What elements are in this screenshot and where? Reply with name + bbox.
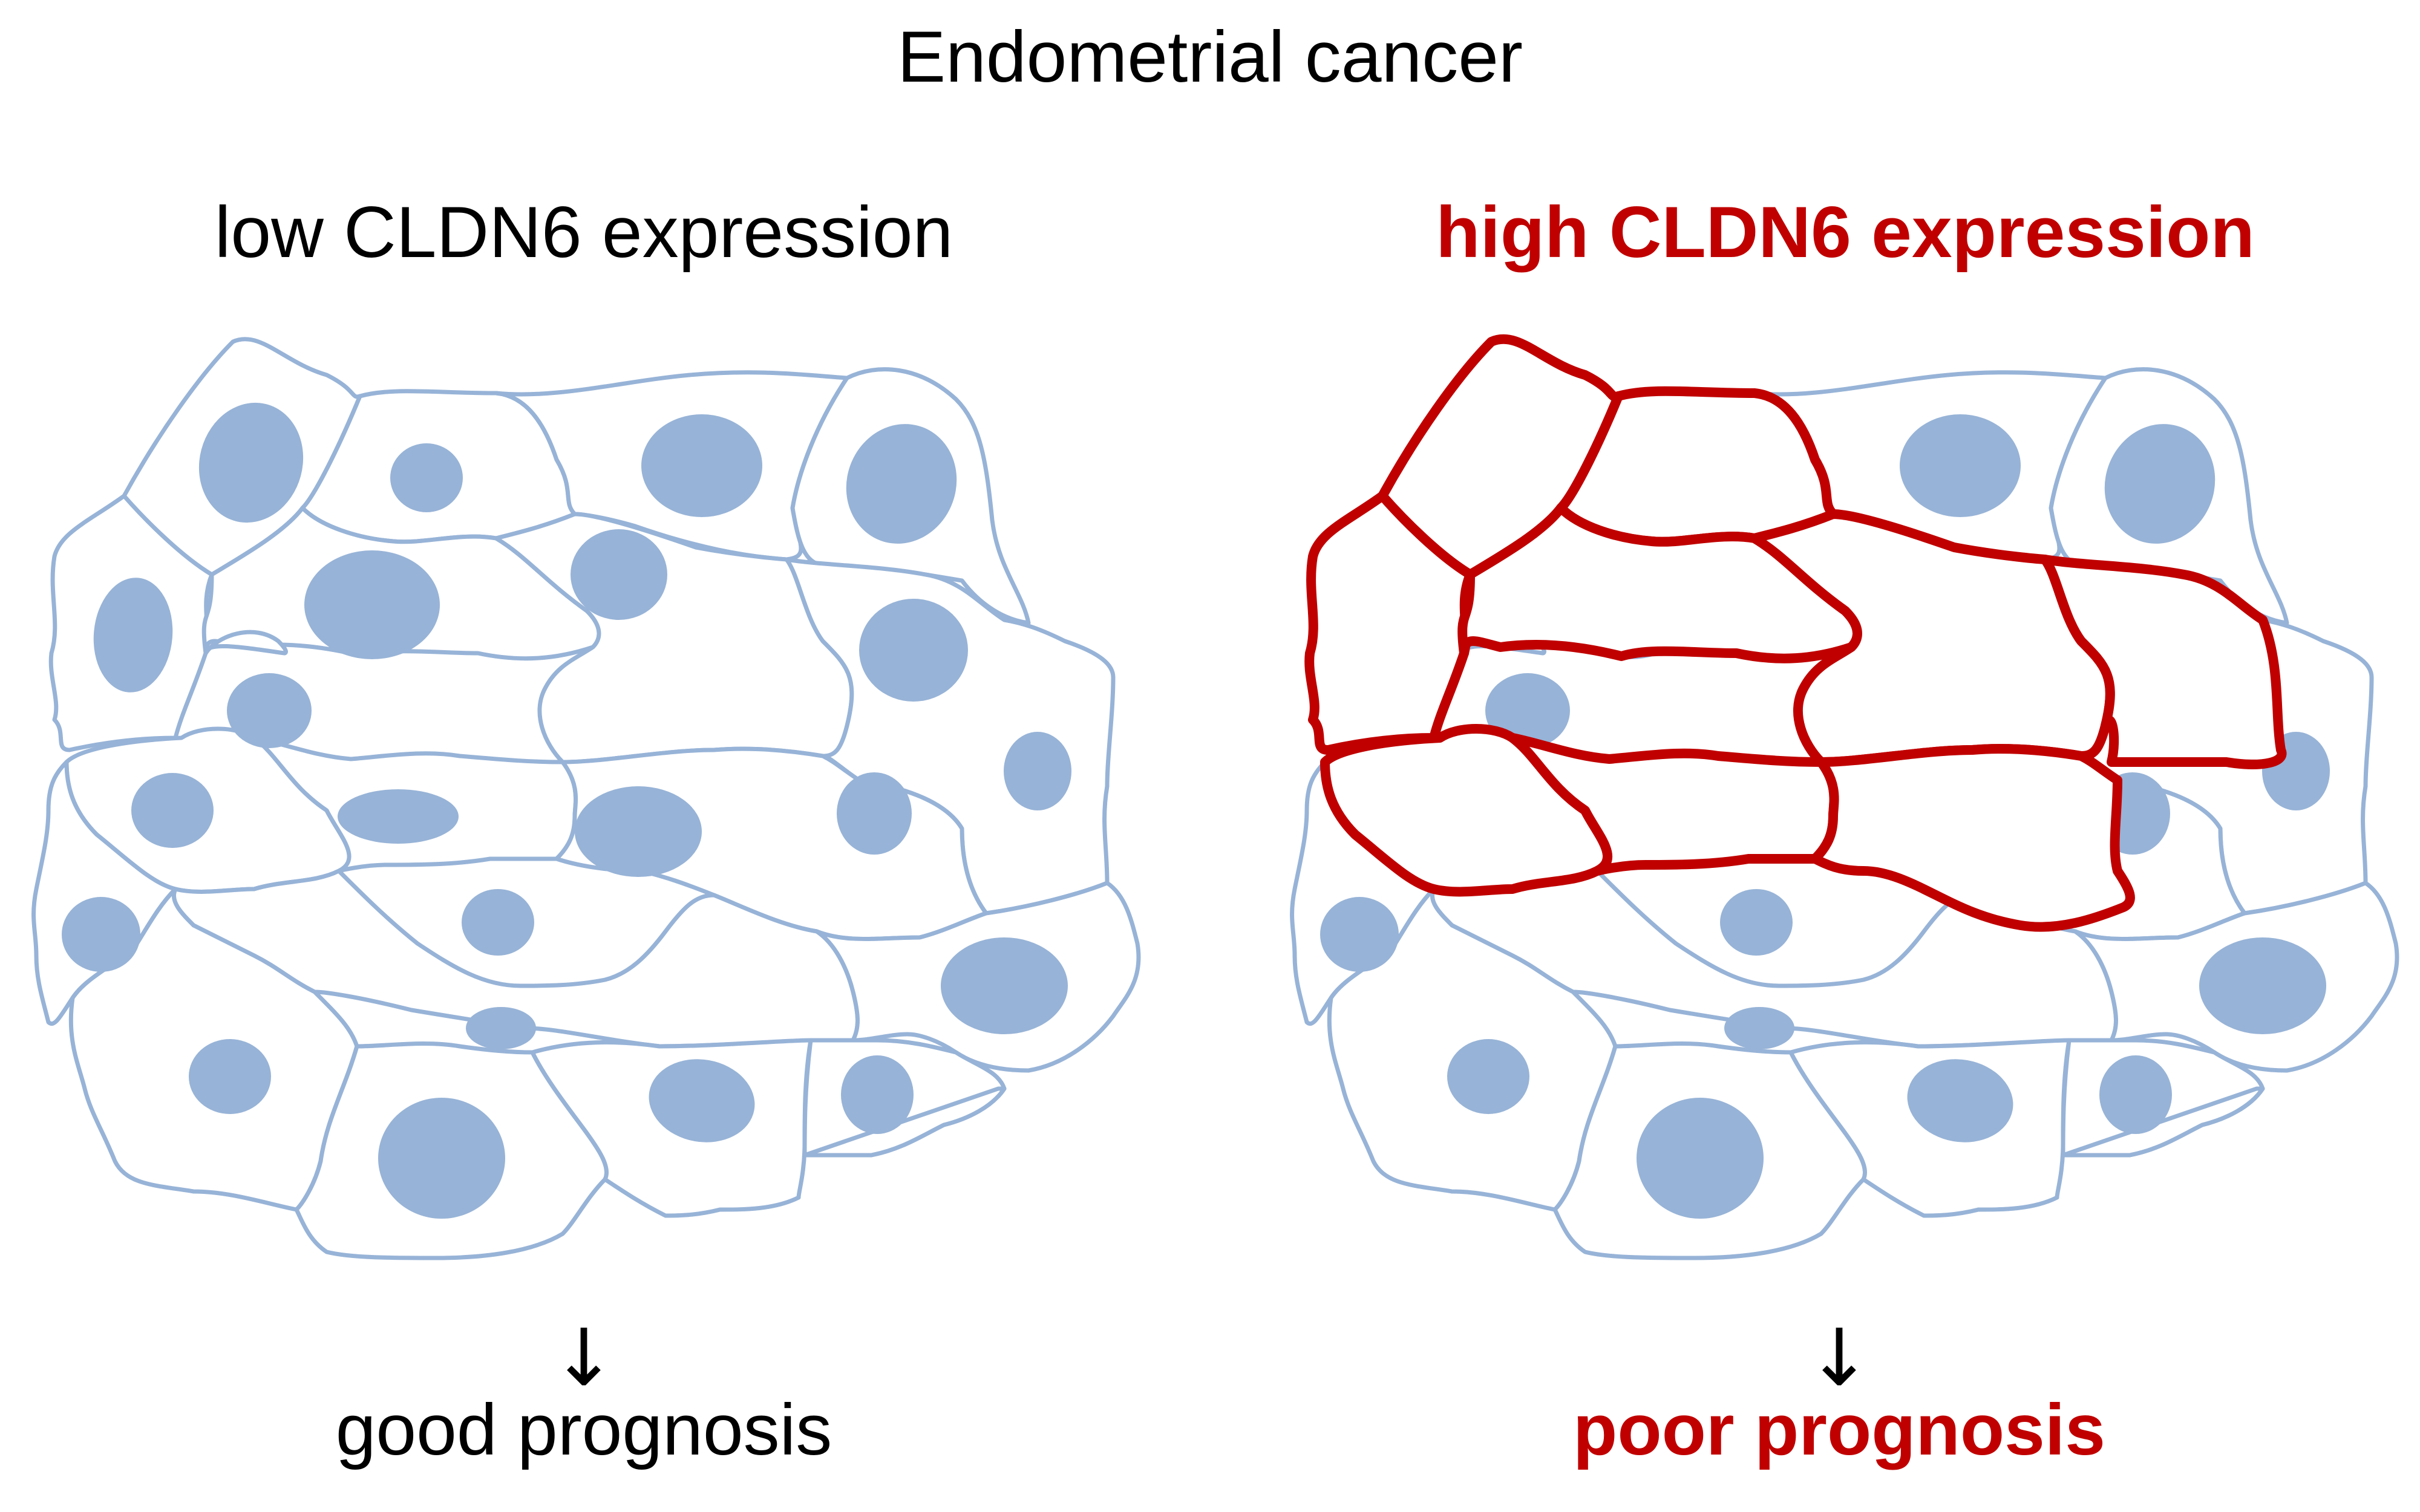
low-expression-heading: low CLDN6 expression	[215, 192, 953, 273]
good-prognosis-label: good prognosis	[336, 1389, 832, 1470]
tissue-cells-left	[34, 339, 1139, 1258]
high-expression-tissue	[1292, 339, 2397, 1258]
figure-title: Endometrial cancer	[897, 16, 1523, 97]
panel-low-expression: low CLDN6 expression ↓ good prognosis	[34, 192, 1139, 1470]
low-expression-arrow: ↓	[551, 1312, 617, 1404]
poor-prognosis-label: poor prognosis	[1573, 1389, 2105, 1470]
low-expression-tissue	[34, 339, 1139, 1258]
panel-high-expression: high CLDN6 expression ↓ poor prognosis	[1292, 192, 2397, 1470]
high-expression-heading: high CLDN6 expression	[1436, 192, 2255, 273]
high-expression-arrow: ↓	[1807, 1312, 1872, 1404]
